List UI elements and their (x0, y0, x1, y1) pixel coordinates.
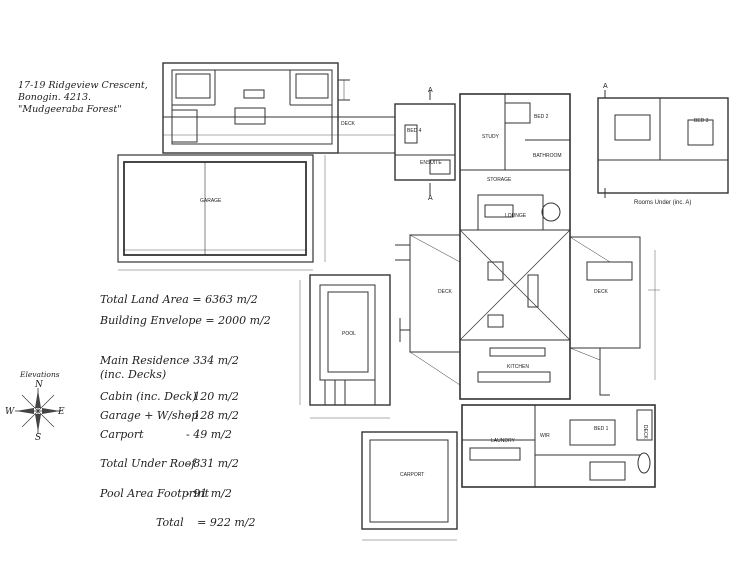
label-bed4: BED 4 (407, 128, 422, 134)
address-line-1: 17-19 Ridgeview Crescent, (18, 80, 148, 91)
label-storage: STORAGE (487, 177, 512, 183)
address-line-3: "Mudgeeraba Forest" (18, 104, 122, 115)
area-value: - 120 m/2 (186, 390, 239, 403)
label-bed1: BED 1 (594, 426, 609, 432)
area-value: - 128 m/2 (186, 409, 239, 422)
compass-e: E (57, 407, 65, 417)
area-pool-footprint: Pool Area Footprint - 91 m/2 (100, 487, 232, 500)
building-envelope: Building Envelope = 2000 m/2 (100, 314, 271, 327)
label-carport: CARPORT (400, 472, 424, 478)
area-label: Cabin (inc. Deck) (100, 390, 197, 403)
main-residence-plan (459, 93, 571, 400)
label-wir: WIR (540, 433, 550, 439)
area-value: = 922 m/2 (197, 516, 256, 529)
label-section-a-top: A (428, 87, 433, 94)
area-label: Carport (100, 428, 144, 441)
area-label: Pool Area Footprint (100, 487, 210, 500)
area-label: Garage + W/shop (100, 409, 199, 422)
area-label: Total (156, 516, 184, 529)
area-garage: Garage + W/shop - 128 m/2 (100, 409, 239, 422)
label-deck-cabin: DECK (341, 121, 356, 127)
area-value: - 91 m/2 (186, 487, 232, 500)
area-value: - 334 m/2 (186, 354, 239, 367)
rooms-under-plan (597, 90, 729, 198)
area-main-residence-note: (inc. Decks) (100, 368, 167, 381)
label-deck-right: DECK (594, 289, 609, 295)
total-land-area: Total Land Area = 6363 m/2 (100, 293, 258, 306)
elevations-title: Elevations (20, 370, 60, 379)
label-lounge: LOUNGE (505, 213, 527, 219)
label-bed3: BED 3 (694, 118, 709, 124)
label-rooms-under: Rooms Under (inc. A) (634, 200, 691, 206)
compass-s: S (35, 433, 41, 443)
label-section-a-right: A (603, 83, 608, 90)
area-value: - 49 m/2 (186, 428, 232, 441)
label-deck-side: DECK (642, 425, 648, 440)
cabin-plan (162, 62, 396, 154)
label-deck-left: DECK (438, 289, 453, 295)
right-deck (569, 236, 660, 396)
compass-w: W (5, 407, 15, 417)
area-cabin: Cabin (inc. Deck) - 120 m/2 (100, 390, 239, 403)
area-label: Total Under Roof (100, 457, 196, 470)
left-deck (395, 234, 461, 386)
label-bathroom: BATHROOM (533, 153, 562, 159)
label-garage: GARAGE (200, 198, 222, 204)
compass-n: N (34, 380, 44, 390)
area-value: - 831 m/2 (186, 457, 239, 470)
label-kitchen: KITCHEN (507, 364, 529, 370)
compass-rose (15, 388, 61, 434)
garage-plan (117, 154, 326, 271)
label-pool: POOL (342, 331, 356, 337)
area-main-residence: Main Residence - 334 m/2 (100, 354, 239, 367)
address-block: 17-19 Ridgeview Crescent, Bonogin. 4213.… (18, 80, 148, 116)
pool-plan (299, 274, 391, 419)
label-section-a-bottom: A (428, 195, 433, 202)
label-ensuite: ENSUITE (420, 160, 442, 166)
area-label: Main Residence (100, 354, 190, 367)
label-study: STUDY (482, 134, 500, 140)
carport-plan (361, 431, 458, 541)
address-line-2: Bonogin. 4213. (18, 92, 92, 103)
bed1-wing (461, 404, 656, 488)
area-total: Total = 922 m/2 (156, 516, 255, 529)
label-laundry: LAUNDRY (491, 438, 515, 444)
area-carport: Carport - 49 m/2 (100, 428, 232, 441)
label-bed2: BED 2 (534, 114, 549, 120)
area-total-under-roof: Total Under Roof - 831 m/2 (100, 457, 239, 470)
bed4-plan (394, 90, 456, 196)
